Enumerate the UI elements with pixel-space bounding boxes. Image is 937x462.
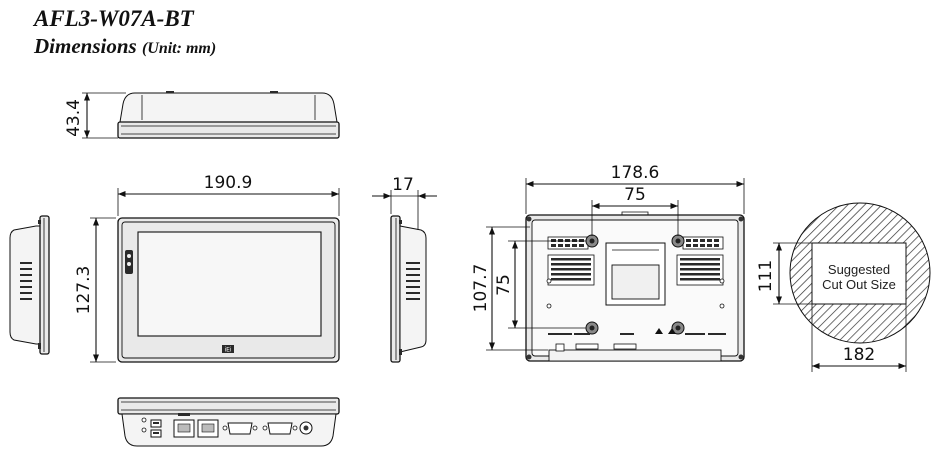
front-view: iEi [117,217,340,363]
dim-rear-height: 107.7 [471,226,548,351]
cutout-width-label: 182 [843,345,875,365]
cutout-height-label: 111 [756,260,776,292]
dim-cutout-width: 182 [811,304,907,372]
rear-mount-width-label: 75 [624,185,646,205]
rear-width-label: 178.6 [611,163,660,183]
top-height-label: 43.4 [64,99,84,137]
rear-height-label: 107.7 [471,264,491,313]
dim-front-width: 190.9 [117,173,340,216]
cutout-label-line2: Cut Out Size [822,277,896,292]
side-depth-label: 17 [392,175,414,195]
front-width-label: 190.9 [204,173,253,193]
dimensions-heading: Dimensions (Unit: mm) [34,34,216,59]
dim-rear-width: 178.6 [525,163,745,214]
cutout-label-line1: Suggested [828,262,890,277]
right-side-view [390,215,427,363]
dim-cutout-height: 111 [756,242,812,305]
unit-label: (Unit: mm) [141,40,217,57]
dim-front-height: 127.3 [74,217,116,363]
dimensions-heading-text: Dimensions [34,34,137,58]
rear-mount-height-label: 75 [494,274,514,296]
rear-vent-right [676,236,724,286]
model-title: AFL3-W07A-BT [34,6,194,31]
bottom-view [117,397,340,447]
rear-vent-left [547,236,595,286]
dim-top-height: 43.4 [64,92,126,139]
dim-rear-mount-height: 75 [494,240,586,329]
front-logo: iEi [224,347,231,354]
dim-side-depth: 17 [372,175,437,230]
rear-view [525,211,745,362]
front-height-label: 127.3 [74,266,94,315]
rear-mount-holes [585,234,685,335]
top-view [117,91,340,139]
left-side-view [9,215,50,355]
cutout-view: Suggested Cut Out Size [789,202,931,344]
dim-rear-mount-width: 75 [591,185,679,236]
